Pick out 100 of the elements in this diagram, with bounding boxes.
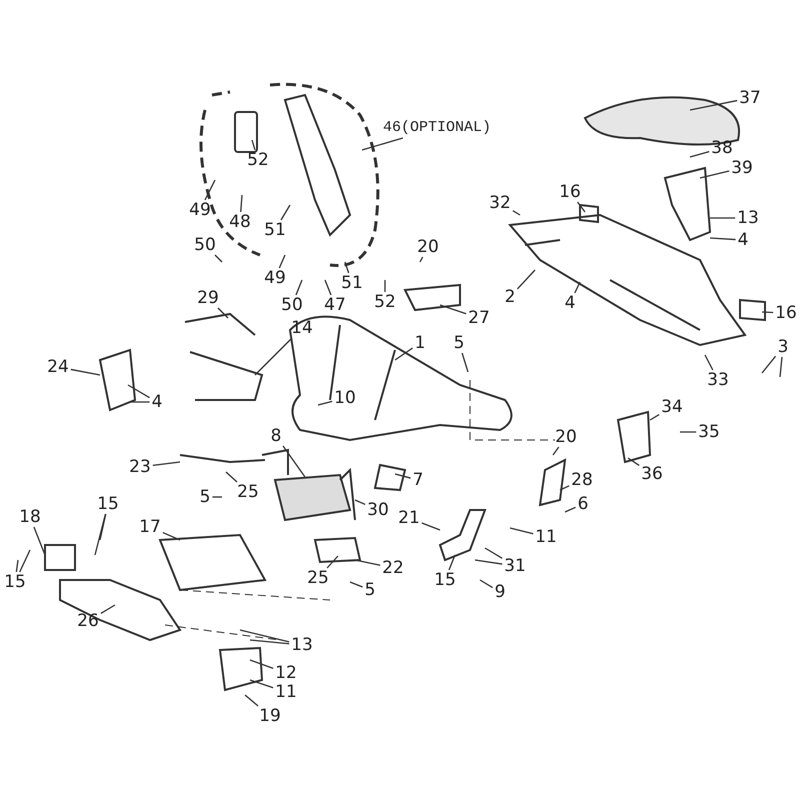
callout-number: 52: [373, 293, 397, 311]
leader-line: [282, 446, 306, 478]
leader-line: [33, 526, 46, 556]
callout-number: 39: [730, 159, 754, 177]
callout-number: 46(OPTIONAL): [382, 119, 492, 137]
callout-number: 24: [46, 358, 70, 376]
leader-line: [440, 304, 466, 314]
leader-line: [650, 414, 660, 421]
callout-number: 21: [397, 509, 421, 527]
leader-line: [710, 217, 736, 219]
leader-line: [779, 356, 783, 378]
callout-number: 50: [193, 236, 217, 254]
callout-number: 16: [558, 183, 582, 201]
callout-number: 5: [452, 334, 466, 352]
callout-number: 16: [774, 304, 798, 322]
leader-line: [240, 629, 290, 643]
leader-line: [19, 550, 31, 572]
callout-number: 47: [323, 296, 347, 314]
callout-number: 6: [576, 495, 590, 513]
callout-number: 15: [433, 571, 457, 589]
callout-number: 26: [76, 612, 100, 630]
leader-line: [226, 472, 238, 482]
callout-number: 20: [554, 428, 578, 446]
leader-line: [484, 547, 503, 559]
callout-number: 3: [776, 338, 790, 356]
leader-line: [512, 210, 520, 216]
leader-line: [254, 338, 292, 376]
leader-line: [250, 639, 290, 644]
callout-number: 23: [128, 458, 152, 476]
callout-number: 35: [697, 423, 721, 441]
leader-line: [448, 554, 456, 570]
callout-number: 29: [196, 289, 220, 307]
leader-line: [152, 461, 180, 466]
callout-number: 19: [258, 707, 282, 725]
leader-line: [560, 485, 570, 491]
leader-line: [214, 254, 222, 262]
leader-line: [70, 368, 100, 376]
leader-line: [99, 514, 106, 540]
callout-number: 11: [274, 683, 298, 701]
leader-line: [16, 560, 19, 572]
leader-line: [251, 140, 256, 150]
callout-number: 27: [467, 309, 491, 327]
leader-line: [690, 100, 738, 111]
leader-line: [690, 150, 710, 158]
callout-number: 37: [738, 89, 762, 107]
callout-number: 4: [736, 231, 750, 249]
leader-line: [295, 280, 303, 296]
leader-line: [762, 356, 776, 374]
leader-line: [354, 499, 366, 506]
leader-line: [250, 659, 274, 669]
leader-line: [250, 679, 274, 688]
callout-number: 10: [333, 389, 357, 407]
callout-number: 34: [660, 398, 684, 416]
leader-line: [474, 559, 502, 565]
callout-number: 15: [3, 573, 27, 591]
leader-line: [280, 204, 291, 220]
leader-line: [278, 254, 286, 268]
callout-number: 28: [570, 471, 594, 489]
callout-number: 14: [290, 319, 314, 337]
leader-line: [461, 352, 469, 372]
leader-line: [510, 527, 534, 534]
callout-number: 25: [306, 569, 330, 587]
callout-number: 52: [246, 151, 270, 169]
leader-line: [762, 311, 774, 314]
leader-line: [680, 431, 696, 433]
leader-line: [100, 604, 116, 614]
leader-line: [480, 579, 493, 588]
leader-line: [162, 532, 180, 541]
leader-line: [244, 694, 259, 706]
leader-line: [240, 194, 243, 212]
leader-line: [350, 581, 363, 588]
leader-line: [204, 180, 216, 200]
leader-line: [344, 262, 350, 274]
callout-number: 50: [280, 296, 304, 314]
callout-number: 8: [270, 427, 282, 445]
callout-number: 49: [263, 269, 287, 287]
leader-line: [564, 506, 576, 513]
leader-line: [384, 280, 386, 292]
leader-line: [218, 308, 228, 318]
callout-number: 25: [236, 483, 260, 501]
leader-line: [354, 559, 380, 566]
leader-line: [704, 354, 714, 370]
callout-number: 7: [412, 471, 424, 489]
leader-line: [212, 496, 222, 498]
callout-number: 38: [710, 139, 734, 157]
leader-line: [710, 237, 736, 240]
callout-number: 15: [96, 495, 120, 513]
callout-number: 5: [198, 488, 212, 506]
callout-number: 31: [503, 557, 527, 575]
leader-line: [128, 384, 150, 398]
callout-number: 11: [534, 528, 558, 546]
callout-number: 12: [274, 664, 298, 682]
callout-number: 30: [366, 501, 390, 519]
callout-number: 18: [18, 508, 42, 526]
leader-line: [94, 514, 106, 556]
callout-number: 51: [340, 274, 364, 292]
leader-line: [576, 202, 586, 212]
callout-number: 22: [381, 559, 405, 577]
leader-line: [324, 280, 332, 296]
leader-line: [419, 256, 424, 262]
